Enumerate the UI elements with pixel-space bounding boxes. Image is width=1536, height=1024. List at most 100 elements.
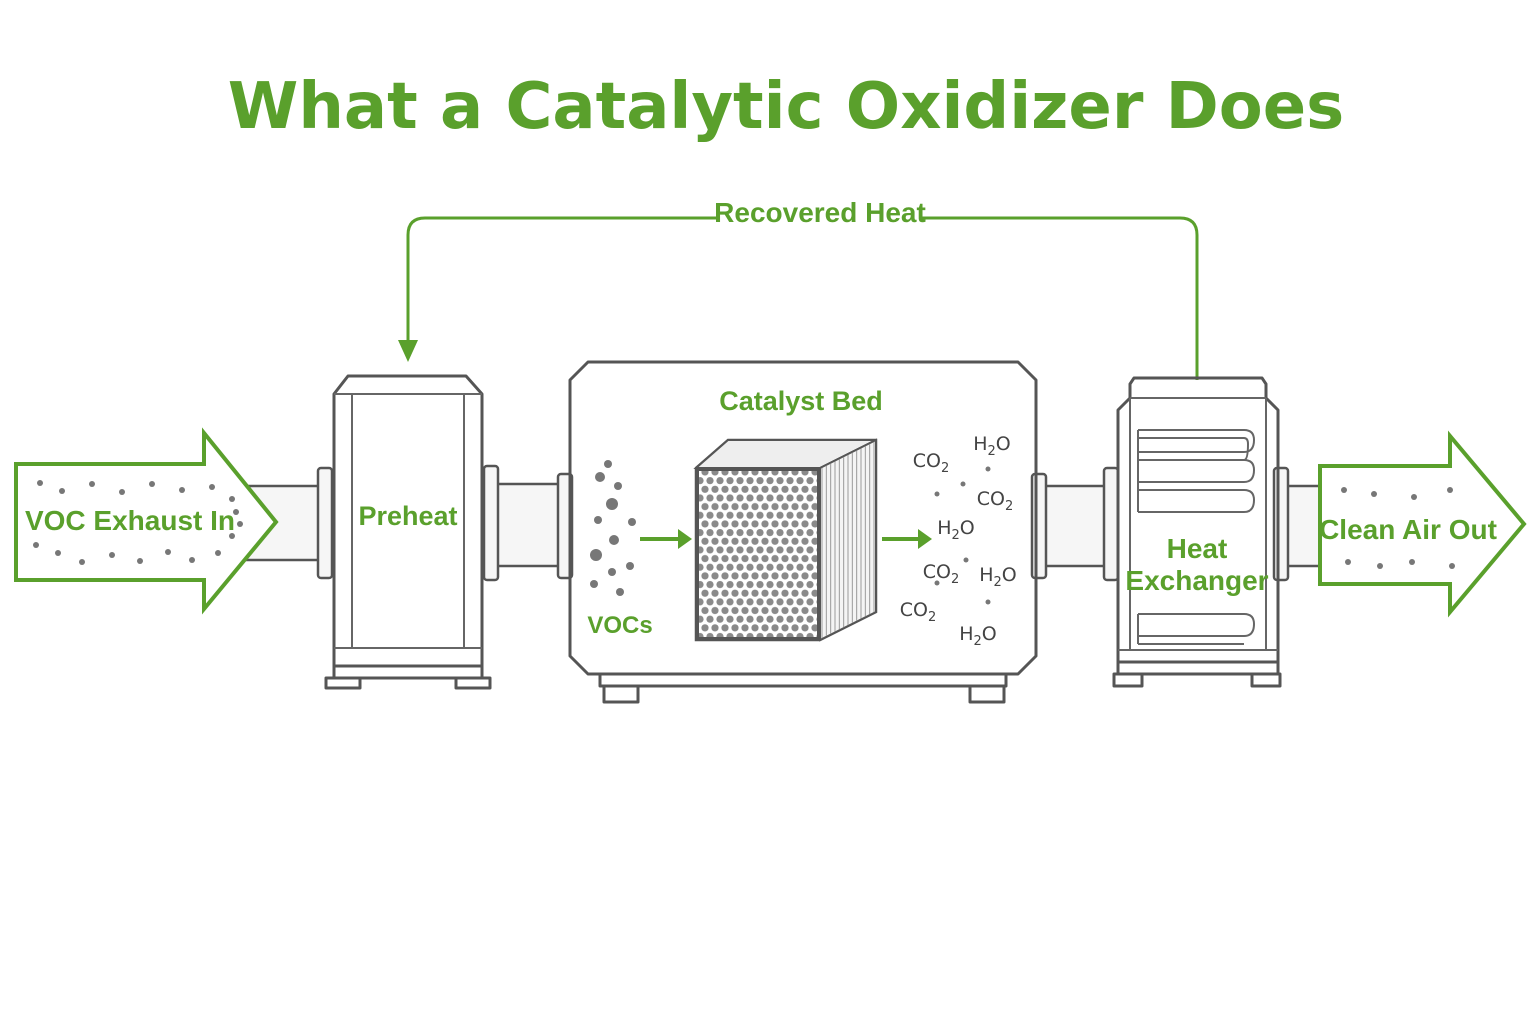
particle-dot <box>233 509 239 515</box>
particle-dot <box>604 460 612 468</box>
pipe-outlet <box>1282 484 1326 568</box>
particle-dot <box>89 481 95 487</box>
particle-dot <box>79 559 85 565</box>
input-particles <box>33 480 243 565</box>
heat-coil-icon <box>1137 429 1256 513</box>
flange-hx-in <box>1102 466 1120 582</box>
input-arrow: VOC Exhaust In <box>14 427 279 615</box>
particle-dot <box>963 557 969 563</box>
catalyst-foot-right <box>968 684 1006 704</box>
diagram-title: What a Catalytic Oxidizer Does <box>228 70 1345 144</box>
particle-dot <box>209 484 215 490</box>
flange-inlet-right <box>316 466 334 580</box>
particle-dot <box>590 549 602 561</box>
recovered-heat-line-left <box>406 216 718 348</box>
preheat-label: Preheat <box>358 501 457 531</box>
reaction-product-label: CO2 <box>913 450 950 476</box>
preheat-foot-right <box>454 676 492 690</box>
particle-dot <box>934 491 940 497</box>
reaction-product-label: H2O <box>937 517 975 543</box>
flange-hx-out <box>1272 466 1290 582</box>
particle-dot <box>37 480 43 486</box>
recovered-heat-label: Recovered Heat <box>714 197 926 228</box>
particle-dot <box>1377 563 1383 569</box>
pipes <box>244 464 1326 582</box>
particle-dot <box>616 588 624 596</box>
catalyst-base <box>598 672 1008 688</box>
particle-dot <box>606 498 618 510</box>
particle-dot <box>934 580 940 586</box>
recovered-heat-loop: Recovered Heat <box>398 197 1199 380</box>
preheat-base <box>332 664 484 680</box>
particle-dot <box>229 533 235 539</box>
particle-dot <box>179 487 185 493</box>
flange-catalyst-out <box>1030 472 1048 580</box>
particle-dot <box>626 562 634 570</box>
output-particles <box>1341 487 1455 569</box>
particle-dot <box>1411 494 1417 500</box>
particle-dot <box>165 549 171 555</box>
particle-dot <box>1447 487 1453 493</box>
catalyst-housing <box>568 360 1038 676</box>
vocs-label: VOCs <box>587 612 652 639</box>
flow-arrowhead-icon <box>918 529 932 549</box>
particle-dot <box>1449 563 1455 569</box>
pipe-catalyst-hx <box>1038 484 1110 568</box>
particle-dot <box>59 488 65 494</box>
catalyst-honeycomb-icon <box>693 438 878 642</box>
particle-dot <box>137 558 143 564</box>
particle-dot <box>237 521 243 527</box>
particle-dot <box>960 481 966 487</box>
particle-dot <box>985 466 991 472</box>
heat-exchanger-unit: Heat Exchanger <box>1112 376 1282 688</box>
reaction-product-label: H2O <box>973 433 1011 459</box>
product-particles <box>934 466 991 605</box>
recovered-heat-line-right <box>922 216 1199 380</box>
hx-base <box>1116 660 1280 676</box>
reaction-product-label: CO2 <box>923 561 960 587</box>
particle-dot <box>985 599 991 605</box>
input-arrow-icon <box>14 427 279 615</box>
particle-dot <box>608 568 616 576</box>
particle-dot <box>628 518 636 526</box>
particle-dot <box>1341 487 1347 493</box>
recovered-heat-arrowhead-icon <box>398 340 418 362</box>
flow-arrowhead-icon <box>678 529 692 549</box>
hx-label-line2: Exchanger <box>1125 565 1268 596</box>
particle-dot <box>594 516 602 524</box>
output-arrow-icon <box>1318 430 1527 618</box>
particle-dot <box>609 535 619 545</box>
particle-dot <box>33 542 39 548</box>
particle-dot <box>1409 559 1415 565</box>
hx-label-line1: Heat <box>1167 533 1228 564</box>
particle-dot <box>1345 559 1351 565</box>
output-arrow: Clean Air Out <box>1318 430 1527 618</box>
hx-foot-right <box>1250 672 1282 688</box>
input-label: VOC Exhaust In <box>25 505 235 536</box>
hx-foot-left <box>1112 672 1144 688</box>
reaction-product-label: CO2 <box>977 488 1014 514</box>
particle-dot <box>189 557 195 563</box>
particle-dot <box>229 496 235 502</box>
particle-dot <box>1371 491 1377 497</box>
particle-dot <box>590 580 598 588</box>
reaction-product-label: H2O <box>979 564 1017 590</box>
reaction-product-label: H2O <box>959 623 997 649</box>
heat-coil-icon <box>1137 613 1256 645</box>
particle-dot <box>55 550 61 556</box>
pipe-preheat-catalyst <box>494 482 566 568</box>
flange-preheat-out <box>482 464 500 582</box>
particle-dot <box>614 482 622 490</box>
output-label: Clean Air Out <box>1319 514 1497 545</box>
catalyst-label: Catalyst Bed <box>719 386 883 416</box>
voc-particles <box>590 460 636 596</box>
catalyst-foot-left <box>602 684 640 704</box>
preheat-foot-left <box>324 676 362 690</box>
particle-dot <box>119 489 125 495</box>
preheat-unit: Preheat <box>324 374 492 690</box>
particle-dot <box>149 481 155 487</box>
particle-dot <box>595 472 605 482</box>
